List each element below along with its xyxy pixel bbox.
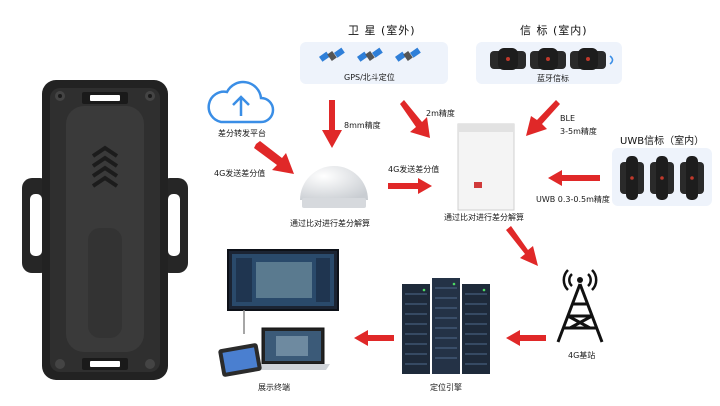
arrow-sat-to-base xyxy=(400,100,430,138)
satellite-icon xyxy=(319,47,345,62)
base-station-box xyxy=(457,123,515,211)
arrow-base-to-tower xyxy=(506,226,538,266)
uwb-beacon-icon xyxy=(650,156,674,200)
uwb-panel-title: UWB信标（室内） xyxy=(620,136,705,147)
satellite-panel-title: 卫 星 (室外) xyxy=(348,24,416,37)
arrow-beacon-to-base xyxy=(526,100,560,136)
bluetooth-beacon-icon xyxy=(570,48,606,70)
label-sat-to-dome: 8mm精度 xyxy=(344,121,381,130)
signal-waves-icon xyxy=(609,55,614,65)
server-label: 定位引擎 xyxy=(430,383,462,392)
bluetooth-beacon-icon xyxy=(530,48,566,70)
arrow-sat-to-dome xyxy=(322,100,342,148)
satellite-caption: GPS/北斗定位 xyxy=(344,73,395,82)
tracker-device-image xyxy=(22,80,188,380)
arrow-server-to-display xyxy=(354,330,394,346)
label-ble: BLE xyxy=(560,114,575,123)
display-terminal-image xyxy=(218,249,339,377)
arrow-uwb-to-base xyxy=(548,170,600,186)
tower-label: 4G基站 xyxy=(568,351,596,360)
bluetooth-beacon-icon xyxy=(490,48,526,70)
cell-tower-icon xyxy=(556,269,604,343)
label-ble-precision: 3-5m精度 xyxy=(560,127,597,136)
uwb-beacon-icon xyxy=(680,156,704,200)
arrow-tower-to-server xyxy=(506,330,546,346)
display-label: 展示终端 xyxy=(258,383,290,392)
cloud-upload-icon xyxy=(207,80,275,124)
dome-caption: 通过比对进行差分解算 xyxy=(290,219,370,228)
cloud-label: 差分转发平台 xyxy=(218,129,266,138)
label-cloud-to-dome: 4G发送差分值 xyxy=(214,169,266,178)
arrow-cloud-to-dome xyxy=(254,141,294,174)
label-sat-to-base: 2m精度 xyxy=(426,109,455,118)
satellite-icon xyxy=(357,47,383,62)
beacon-panel-title: 信 标 (室内) xyxy=(520,24,588,37)
label-dome-to-base: 4G发送差分值 xyxy=(388,165,440,174)
uwb-beacon-icon xyxy=(620,156,644,200)
server-rack-image xyxy=(402,278,490,374)
arrow-dome-to-base xyxy=(388,178,432,194)
label-uwb-precision: UWB 0.3-0.5m精度 xyxy=(536,195,610,204)
beacon-caption: 蓝牙信标 xyxy=(537,74,569,83)
base-caption: 通过比对进行差分解算 xyxy=(444,213,524,222)
satellite-icon xyxy=(395,47,421,62)
satellite-panel xyxy=(300,42,448,84)
gnss-base-dome xyxy=(300,166,368,208)
